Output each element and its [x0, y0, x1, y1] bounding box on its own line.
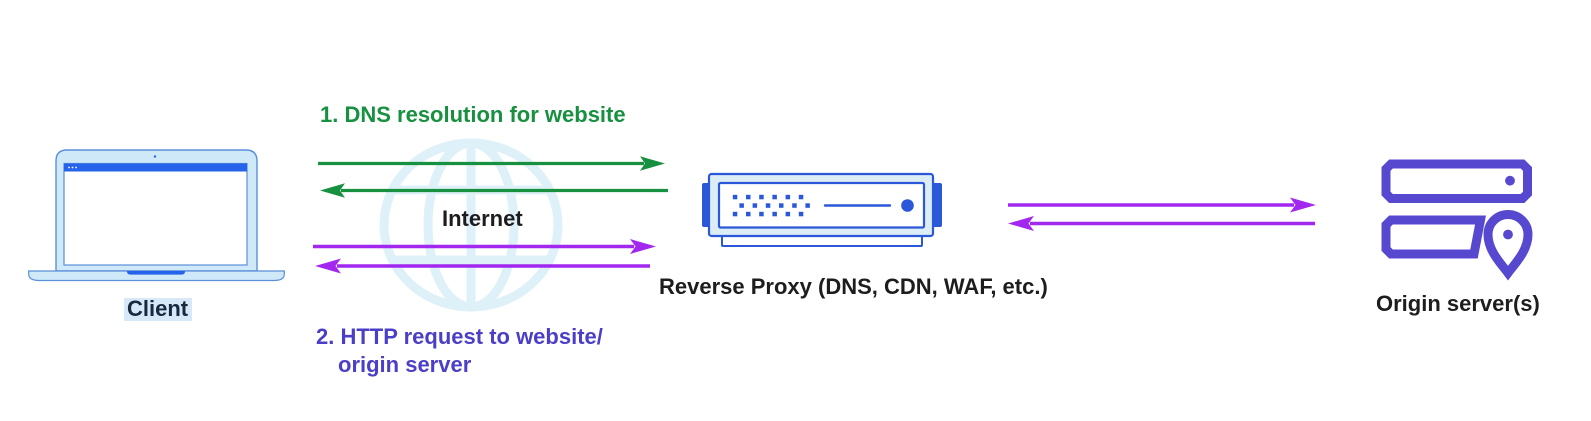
status-led	[901, 199, 914, 212]
laptop-notch	[127, 271, 185, 275]
arrow-http-request	[313, 239, 656, 254]
internet-label: Internet	[442, 206, 523, 231]
arrow-origin-to-proxy	[1008, 216, 1315, 231]
browser-titlebar	[64, 163, 247, 172]
proxy-label: Reverse Proxy (DNS, CDN, WAF, etc.)	[659, 274, 1048, 299]
http-step-line1: 2. HTTP request to website/	[316, 324, 603, 349]
http-step-line2: origin server	[338, 352, 472, 377]
pin-dot	[1503, 229, 1513, 240]
dns-step-label: 1. DNS resolution for website	[320, 102, 626, 127]
arrow-dns-response	[320, 183, 668, 198]
arrow-dns-request	[318, 156, 665, 171]
laptop-icon	[28, 149, 285, 282]
arrow-http-response	[315, 258, 650, 274]
server-led	[1505, 175, 1515, 186]
origin-label: Origin server(s)	[1376, 291, 1540, 316]
arrow-proxy-to-origin	[1008, 197, 1316, 213]
camera-dot	[153, 155, 157, 158]
client-label: Client	[124, 298, 193, 321]
proxy-appliance-icon	[702, 172, 942, 247]
server-stack-location-icon	[1381, 159, 1533, 281]
vent-dots	[732, 194, 810, 217]
http-step-label: 2. HTTP request to website/origin server	[316, 323, 603, 379]
